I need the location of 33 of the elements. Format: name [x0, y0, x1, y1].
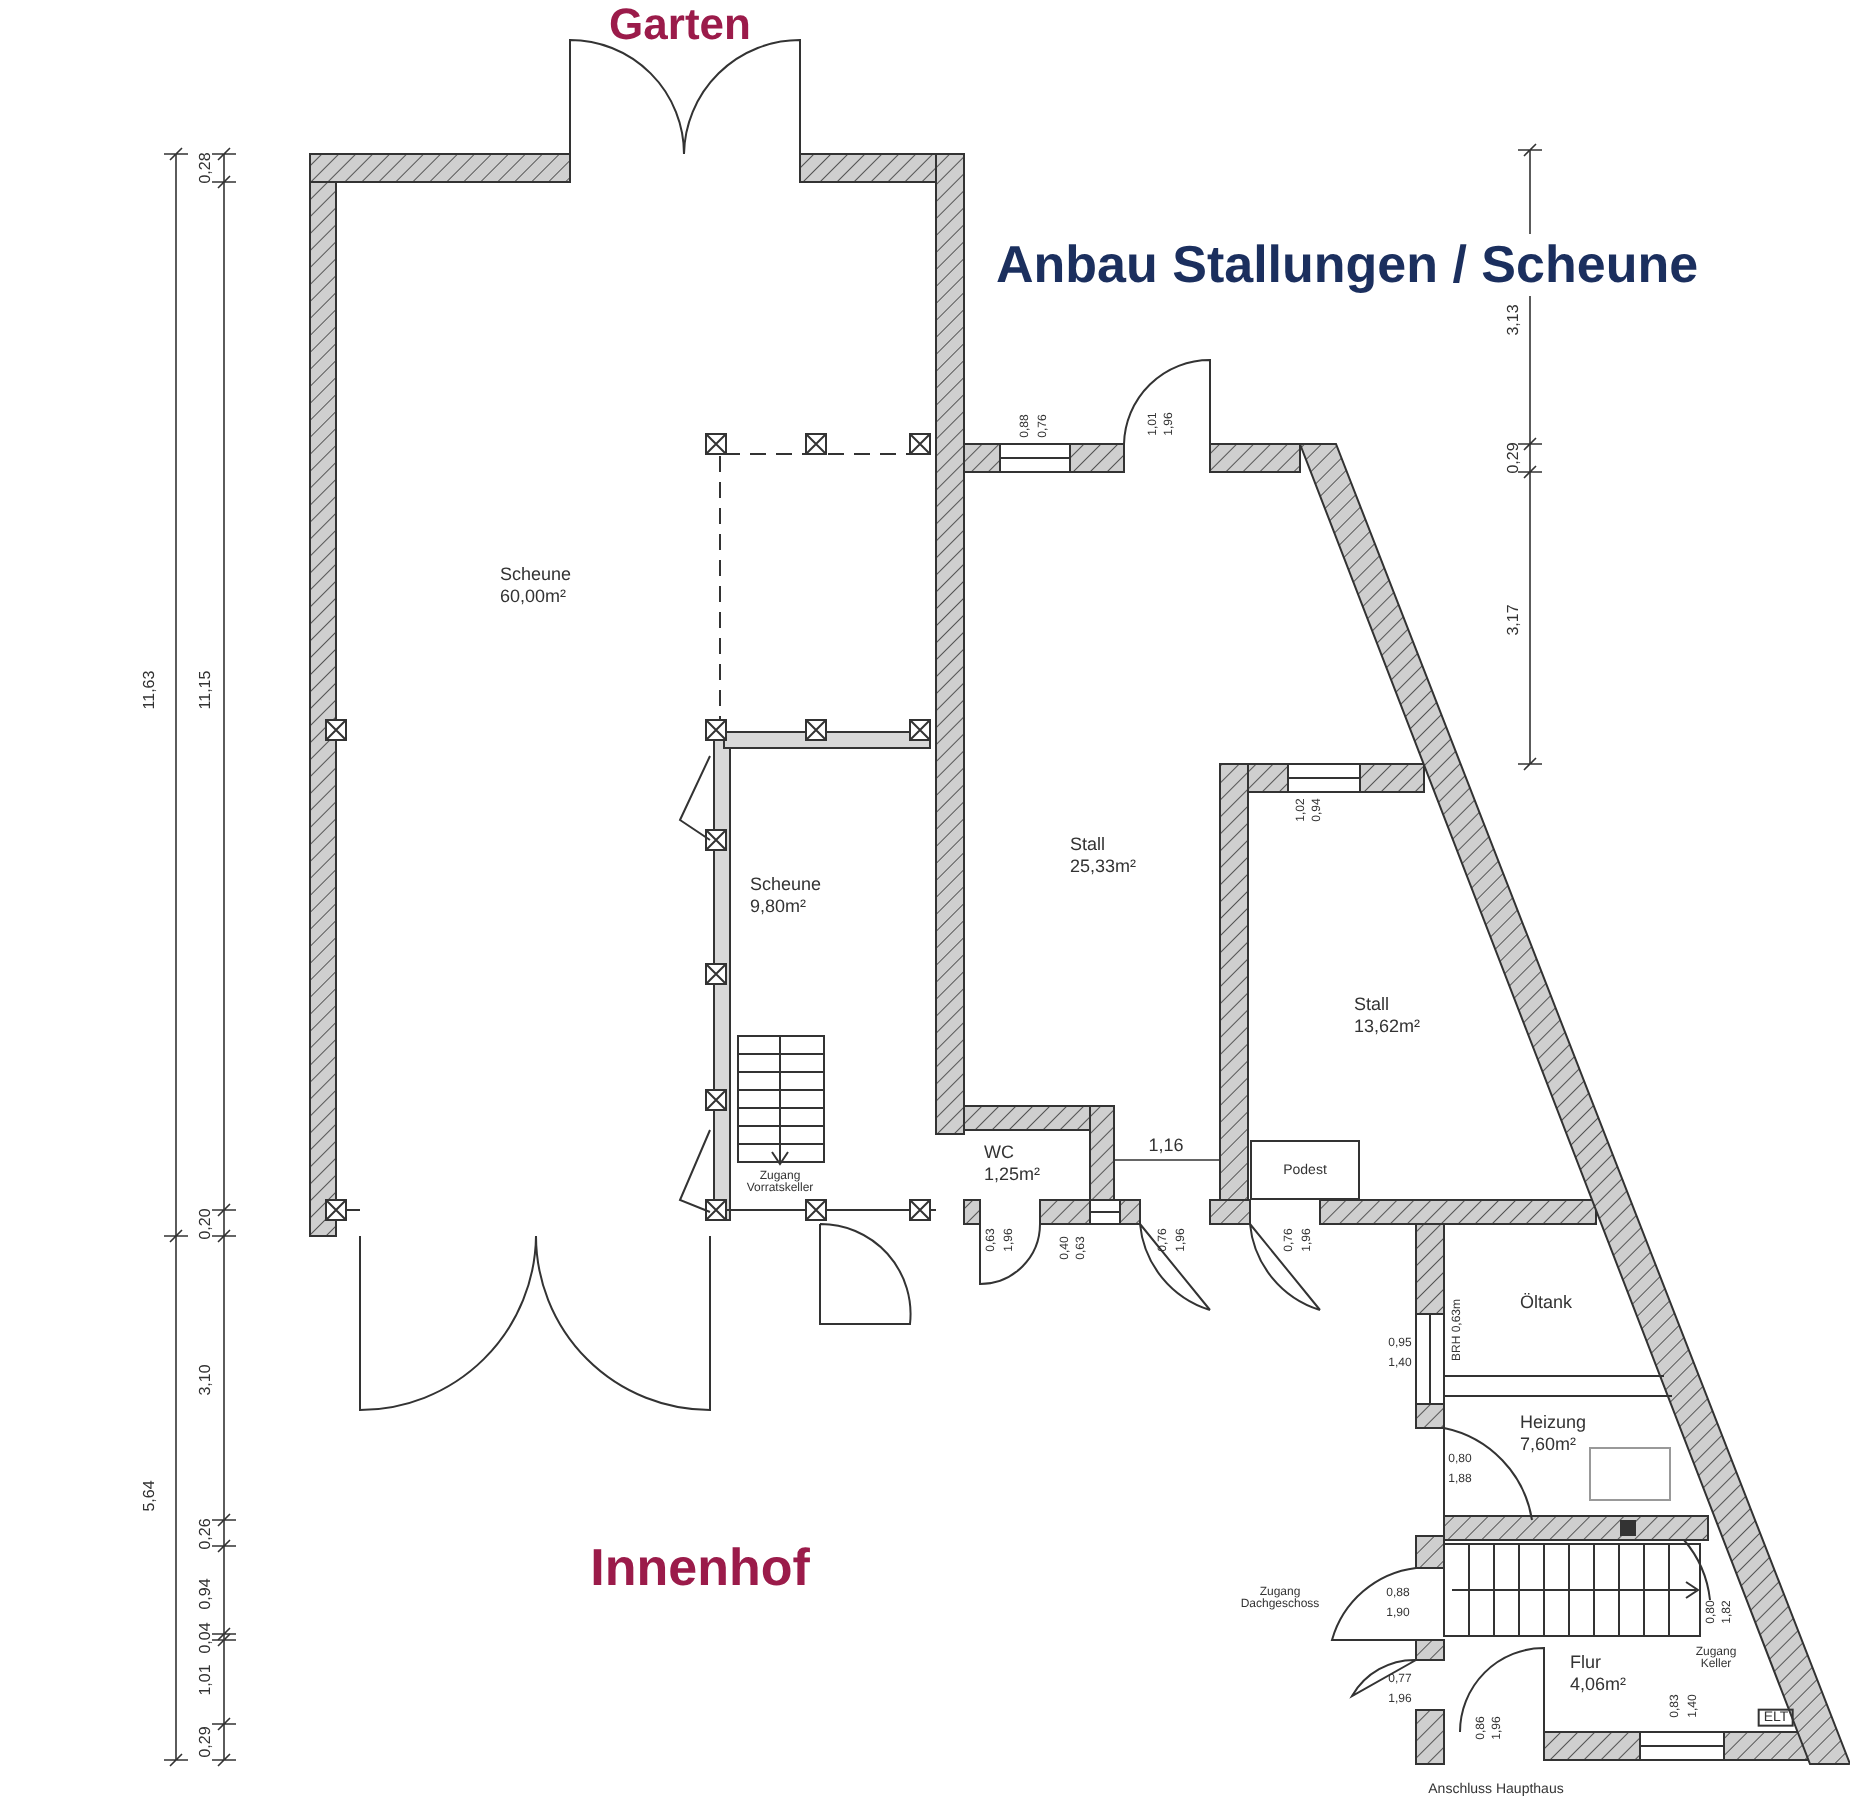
room-area: 1,25m²: [984, 1163, 1041, 1186]
dimension-text: 0,94: [197, 1578, 215, 1610]
area-heading: Garten: [609, 0, 751, 48]
dimension-text: 11,15: [197, 670, 215, 710]
room-name: Flur: [1570, 1652, 1603, 1674]
dimension-text: 3,10: [197, 1364, 215, 1396]
room-area: 13,62m²: [1354, 1015, 1421, 1038]
dimension-text: 1,16: [1148, 1136, 1184, 1156]
dimension-text: 0,28: [197, 152, 215, 184]
room-name: Scheune: [750, 874, 822, 896]
plan-title: Anbau Stallungen / Scheune: [996, 234, 1699, 296]
room-area: 4,06m²: [1570, 1673, 1627, 1696]
room-name: Öltank: [1520, 1292, 1573, 1314]
dimension-text: 0,29: [197, 1726, 215, 1758]
room-area: 7,60m²: [1520, 1433, 1587, 1456]
room-area: 25,33m²: [1070, 855, 1137, 878]
room-area: 60,00m²: [500, 585, 572, 608]
area-heading: Innenhof: [590, 1540, 810, 1596]
dimension-text: 3,17: [1505, 604, 1523, 636]
dimension-text: 11,63: [141, 670, 159, 710]
dimension-text: 0,29: [1505, 442, 1523, 474]
dimension-text: 5,64: [141, 1480, 159, 1512]
dimension-text: 0,04: [197, 1622, 215, 1654]
room-name: Scheune: [500, 564, 572, 586]
dimension-text: 3,13: [1505, 304, 1523, 336]
dimension-text: 1,01: [197, 1664, 215, 1696]
room-name: Heizung: [1520, 1412, 1587, 1434]
dimension-text: 0,26: [197, 1518, 215, 1550]
dimension-text: 0,20: [197, 1208, 215, 1240]
room-name: Stall: [1070, 834, 1108, 856]
room-area: 9,80m²: [750, 895, 822, 918]
room-name: Stall: [1354, 994, 1392, 1016]
room-name: WC: [984, 1142, 1016, 1164]
